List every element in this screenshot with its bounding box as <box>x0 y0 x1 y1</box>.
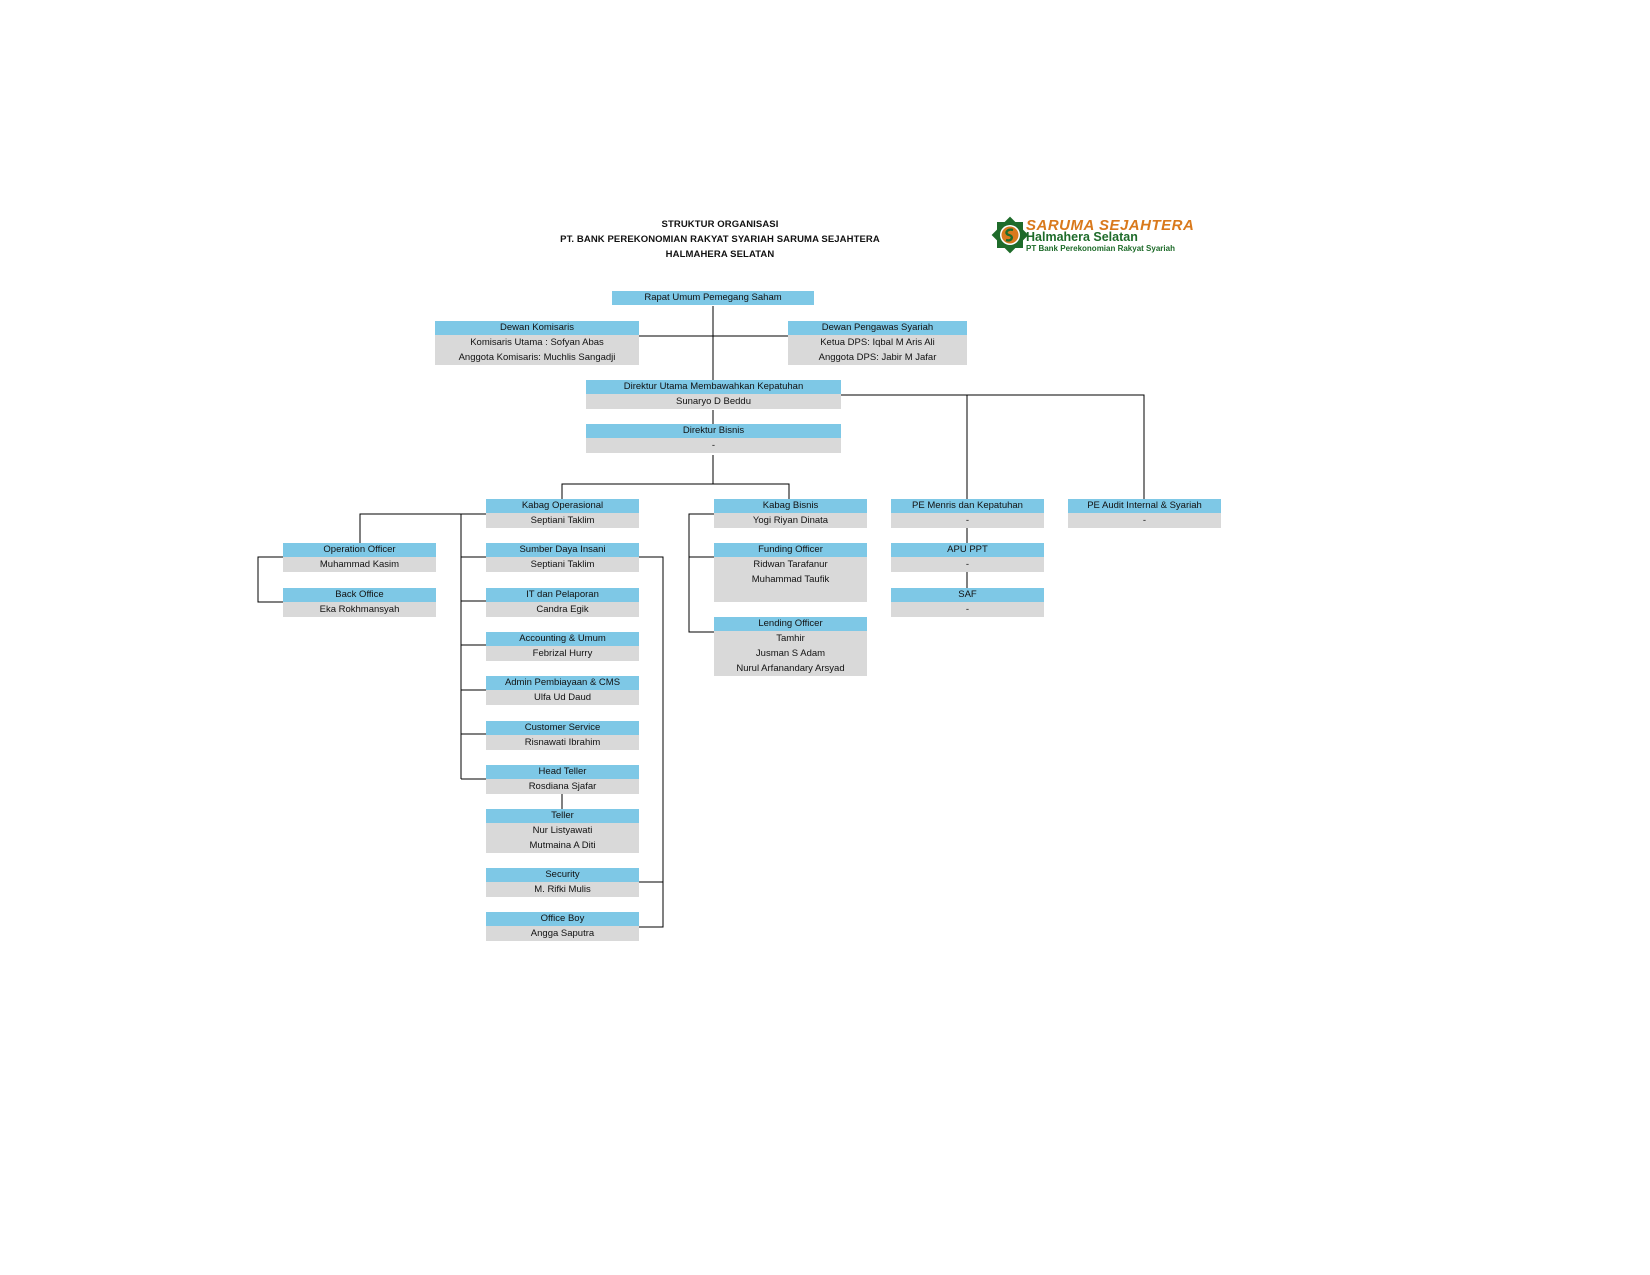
box-member: Muhammad Taufik <box>714 572 867 587</box>
logo-brand-text: SARUMA SEJAHTERA <box>1026 217 1195 234</box>
box-operation-officer: Operation Officer Muhammad Kasim <box>283 543 436 572</box>
box-member: Candra Egik <box>486 602 639 617</box>
box-kabag-bisnis: Kabag Bisnis Yogi Riyan Dinata <box>714 499 867 528</box>
chart-title-line3: HALMAHERA SELATAN <box>665 249 775 260</box>
box-rups: Rapat Umum Pemegang Saham <box>612 291 814 305</box>
box-accounting-umum: Accounting & Umum Febrizal Hurry <box>486 632 639 661</box>
box-title: SAF <box>891 588 1044 602</box>
box-head-teller: Head Teller Rosdiana Sjafar <box>486 765 639 794</box>
box-member: - <box>891 557 1044 572</box>
box-member: Septiani Taklim <box>486 513 639 528</box>
box-apu-ppt: APU PPT - <box>891 543 1044 572</box>
box-teller: Teller Nur Listyawati Mutmaina A Diti <box>486 809 639 853</box>
box-title: Teller <box>486 809 639 823</box>
box-title: Admin Pembiayaan & CMS <box>486 676 639 690</box>
box-title: Kabag Operasional <box>486 499 639 513</box>
box-member: Rosdiana Sjafar <box>486 779 639 794</box>
box-title: Lending Officer <box>714 617 867 631</box>
box-title: Office Boy <box>486 912 639 926</box>
box-member: - <box>1068 513 1221 528</box>
box-member: Nurul Arfanandary Arsyad <box>714 661 867 676</box>
logo-region-text: Halmahera Selatan <box>1026 230 1138 244</box>
company-logo: SARUMA SEJAHTERA Halmahera Selatan PT Ba… <box>978 216 1218 257</box>
box-member: Ketua DPS: Iqbal M Aris Ali <box>788 335 967 350</box>
star-emblem-icon <box>991 216 1029 254</box>
box-dewan-komisaris: Dewan Komisaris Komisaris Utama : Sofyan… <box>435 321 639 365</box>
box-member: Tamhir <box>714 631 867 646</box>
box-customer-service: Customer Service Risnawati Ibrahim <box>486 721 639 750</box>
box-direktur-utama: Direktur Utama Membawahkan Kepatuhan Sun… <box>586 380 841 409</box>
box-back-office: Back Office Eka Rokhmansyah <box>283 588 436 617</box>
box-office-boy: Office Boy Angga Saputra <box>486 912 639 941</box>
box-title: Customer Service <box>486 721 639 735</box>
box-member: Muhammad Kasim <box>283 557 436 572</box>
box-member: Nur Listyawati <box>486 823 639 838</box>
box-title: Accounting & Umum <box>486 632 639 646</box>
logo-subtitle-text: PT Bank Perekonomian Rakyat Syariah <box>1026 244 1175 253</box>
box-member: Yogi Riyan Dinata <box>714 513 867 528</box>
box-pe-audit: PE Audit Internal & Syariah - <box>1068 499 1221 528</box>
box-sumber-daya-insani: Sumber Daya Insani Septiani Taklim <box>486 543 639 572</box>
box-kabag-operasional: Kabag Operasional Septiani Taklim <box>486 499 639 528</box>
box-direktur-bisnis: Direktur Bisnis - <box>586 424 841 453</box>
box-member: M. Rifki Mulis <box>486 882 639 897</box>
box-member: Angga Saputra <box>486 926 639 941</box>
box-it-pelaporan: IT dan Pelaporan Candra Egik <box>486 588 639 617</box>
box-funding-officer: Funding Officer Ridwan Tarafanur Muhamma… <box>714 543 867 602</box>
box-title: Security <box>486 868 639 882</box>
box-member: Septiani Taklim <box>486 557 639 572</box>
chart-title-line2: PT. BANK PEREKONOMIAN RAKYAT SYARIAH SAR… <box>560 234 880 245</box>
box-title: Dewan Komisaris <box>435 321 639 335</box>
box-title: Rapat Umum Pemegang Saham <box>612 291 814 305</box>
box-title: Direktur Utama Membawahkan Kepatuhan <box>586 380 841 394</box>
box-title: Funding Officer <box>714 543 867 557</box>
box-title: Back Office <box>283 588 436 602</box>
box-lending-officer: Lending Officer Tamhir Jusman S Adam Nur… <box>714 617 867 676</box>
box-member: Mutmaina A Diti <box>486 838 639 853</box>
box-security: Security M. Rifki Mulis <box>486 868 639 897</box>
box-title: Dewan Pengawas Syariah <box>788 321 967 335</box>
box-saf: SAF - <box>891 588 1044 617</box>
box-title: Direktur Bisnis <box>586 424 841 438</box>
box-dewan-pengawas-syariah: Dewan Pengawas Syariah Ketua DPS: Iqbal … <box>788 321 967 365</box>
box-pe-menris: PE Menris dan Kepatuhan - <box>891 499 1044 528</box>
chart-title-line1: STRUKTUR ORGANISASI <box>661 219 779 230</box>
box-member: Jusman S Adam <box>714 646 867 661</box>
box-member: Komisaris Utama : Sofyan Abas <box>435 335 639 350</box>
box-member: Febrizal Hurry <box>486 646 639 661</box>
box-member: Eka Rokhmansyah <box>283 602 436 617</box>
box-title: PE Audit Internal & Syariah <box>1068 499 1221 513</box>
box-member: Risnawati Ibrahim <box>486 735 639 750</box>
box-member: Ridwan Tarafanur <box>714 557 867 572</box>
box-title: Head Teller <box>486 765 639 779</box>
box-member: - <box>891 513 1044 528</box>
box-member: Sunaryo D Beddu <box>586 394 841 409</box>
box-member: Ulfa Ud Daud <box>486 690 639 705</box>
box-title: Operation Officer <box>283 543 436 557</box>
box-member: Anggota DPS: Jabir M Jafar <box>788 350 967 365</box>
box-title: Sumber Daya Insani <box>486 543 639 557</box>
box-member: Anggota Komisaris: Muchlis Sangadji <box>435 350 639 365</box>
box-blank-line <box>714 587 867 602</box>
box-admin-pembiayaan: Admin Pembiayaan & CMS Ulfa Ud Daud <box>486 676 639 705</box>
box-member: - <box>891 602 1044 617</box>
box-title: Kabag Bisnis <box>714 499 867 513</box>
box-title: PE Menris dan Kepatuhan <box>891 499 1044 513</box>
box-member: - <box>586 438 841 453</box>
box-title: APU PPT <box>891 543 1044 557</box>
box-title: IT dan Pelaporan <box>486 588 639 602</box>
